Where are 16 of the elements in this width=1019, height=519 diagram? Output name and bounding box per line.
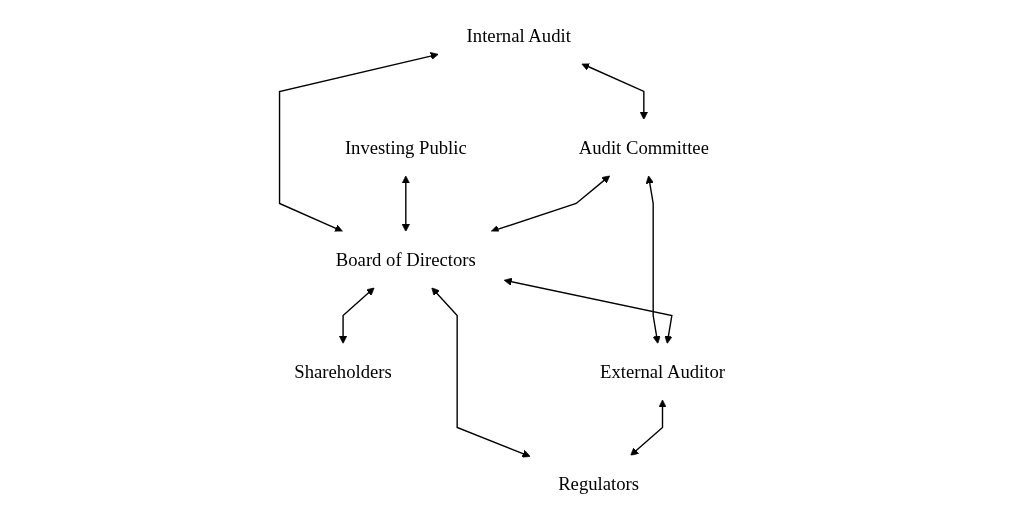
arrow xyxy=(630,399,667,456)
arrow xyxy=(503,277,673,344)
node-text: Board of Directors xyxy=(335,249,476,270)
node-text: External Auditor xyxy=(599,361,725,382)
arrow xyxy=(645,175,661,344)
arrow xyxy=(401,175,410,232)
arrow xyxy=(490,175,610,234)
node-text: Audit Committee xyxy=(578,137,709,158)
node-text: Shareholders xyxy=(294,361,392,382)
arrow xyxy=(431,287,531,458)
node-text: Regulators xyxy=(557,473,639,494)
node-text: Investing Public xyxy=(344,137,467,158)
arrow xyxy=(338,287,375,344)
arrow xyxy=(278,52,439,233)
arrow xyxy=(581,62,648,120)
node-text: Internal Audit xyxy=(466,25,571,46)
